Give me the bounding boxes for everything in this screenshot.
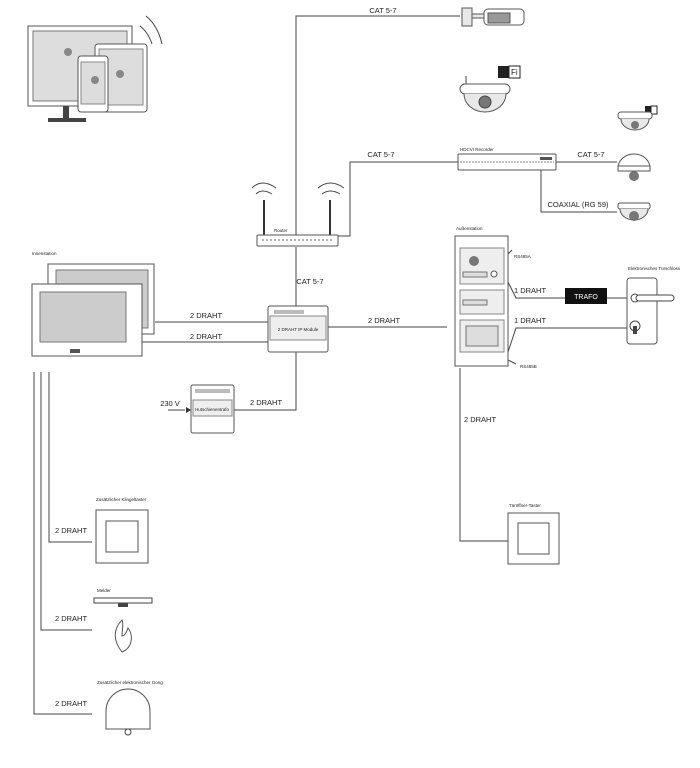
rs485b-label: RS485B (520, 364, 537, 369)
line-monitor-detector (40, 372, 92, 631)
detector-label: Melder (97, 588, 111, 593)
line-monitor-gong (33, 372, 92, 715)
wifi-badge-icon (498, 66, 509, 78)
door-button-label: Türöffner-Taster (509, 503, 541, 508)
router: Router (251, 182, 345, 247)
trafo-label: TRAFO (574, 294, 598, 301)
line-rs485a (507, 249, 513, 255)
electronic-gong: Zusätzlicher elektronischer Gong (97, 680, 163, 736)
line-monitor-bell (48, 372, 92, 543)
arrow-230v (186, 407, 191, 413)
hdcvi-recorder: HDCVI Recorder (457, 147, 557, 171)
label-coaxial: COAXIAL (RG 59) (548, 200, 609, 209)
outdoor-label: Außenstation (456, 226, 483, 231)
detector: Melder (93, 588, 153, 653)
label-230v: 230 V (160, 399, 180, 408)
label-draht-trafo: 2 DRAHT (250, 398, 283, 407)
rs485a-label: RS485A (514, 254, 531, 259)
indoor-station: Innenstation (31, 251, 155, 357)
computer-devices (27, 15, 163, 122)
electronic-door-lock: Elektronisches Türschloss (626, 266, 681, 345)
label-draht-gong: 2 DRAHT (55, 699, 88, 708)
trafo-unit: TRAFO (565, 288, 607, 304)
line-router-recorder (338, 161, 458, 237)
recorder-label: HDCVI Recorder (460, 147, 494, 152)
label-cat-dome: CAT 5-7 (577, 150, 604, 159)
line-rs485b (507, 359, 517, 365)
label-cat-camera: CAT 5-7 (369, 6, 396, 15)
dome-camera-bottom (617, 202, 651, 221)
line-router-camera (295, 15, 460, 236)
dome-camera-top (617, 105, 658, 131)
hutschienentrafo: Hutschienentrafo (190, 384, 235, 434)
gong-icon (105, 688, 151, 730)
wifi-badge: Fi (511, 68, 518, 77)
door-lock-label: Elektronisches Türschloss (628, 266, 681, 271)
line-recorder-coaxial (540, 170, 617, 213)
dome-camera-wifi: Fi (459, 65, 521, 113)
trafo-box-label: Hutschienentrafo (195, 407, 230, 412)
wifi-waves-icon (139, 25, 153, 45)
bullet-camera (461, 7, 525, 27)
label-draht-lock-bottom: 1 DRAHT (514, 316, 547, 325)
connection-lines (33, 15, 627, 715)
line-outdoor-button (459, 368, 508, 542)
label-draht-button: 2 DRAHT (464, 415, 497, 424)
flame-icon (114, 619, 132, 653)
label-cat-router: CAT 5-7 (296, 277, 323, 286)
label-draht-lock-top: 1 DRAHT (514, 286, 547, 295)
line-outdoor-trafo (507, 281, 565, 299)
ip-module: 2 DRAHT IP Module (267, 305, 329, 353)
label-cat-recorder: CAT 5-7 (367, 150, 394, 159)
gong-label: Zusätzlicher elektronischer Gong (97, 680, 163, 685)
extra-bell-label: Zusätzlicher Klingeltaster (96, 497, 147, 502)
label-draht-monitor-bottom: 2 DRAHT (190, 332, 223, 341)
line-outdoor-lock (507, 327, 627, 353)
indoor-label: Innenstation (32, 251, 57, 256)
extra-bell-button: Zusätzlicher Klingeltaster (95, 497, 149, 564)
label-draht-monitor-top: 2 DRAHT (190, 311, 223, 320)
label-draht-outdoor: 2 DRAHT (368, 316, 401, 325)
ip-module-label: 2 DRAHT IP Module (278, 327, 319, 332)
dome-camera-middle (617, 153, 651, 181)
door-opener-button: Türöffner-Taster (507, 503, 560, 565)
label-draht-bell: 2 DRAHT (55, 526, 88, 535)
router-label: Router (274, 228, 288, 233)
line-module-trafo (234, 352, 297, 411)
outdoor-station: Außenstation RS485A RS485B (454, 226, 537, 369)
label-draht-detector: 2 DRAHT (55, 614, 88, 623)
cable-labels: CAT 5-7 CAT 5-7 CAT 5-7 COAXIAL (RG 59) … (55, 6, 609, 708)
